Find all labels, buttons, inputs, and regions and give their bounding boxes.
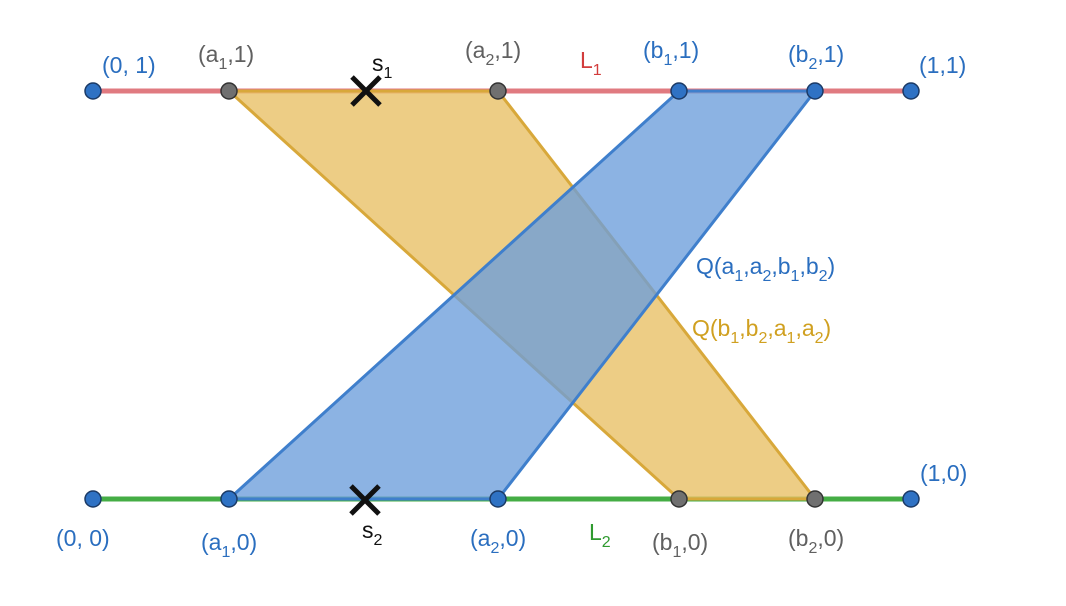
- point-a2-0: [489, 490, 507, 508]
- label-line-l2: L2: [589, 519, 611, 551]
- label-point-a2-1: (a2,1): [465, 37, 521, 69]
- point-b2-0: [806, 490, 824, 508]
- label-point-a2-0: (a2,0): [470, 525, 526, 557]
- label-marker-s2: s2: [362, 517, 383, 549]
- point-b2-1: [806, 82, 824, 100]
- label-region-q-b1-b2-a1-a2: Q(b1,b2,a1,a2): [692, 315, 831, 347]
- point-b1-0: [670, 490, 688, 508]
- point-1-1: [902, 82, 920, 100]
- label-point-a1-1: (a1,1): [198, 41, 254, 73]
- label-point-b2-0: (b2,0): [788, 525, 844, 557]
- label-point-b1-1: (b1,1): [643, 37, 699, 69]
- label-point-b2-1: (b2,1): [788, 41, 844, 73]
- label-region-q-a1-a2-b1-b2: Q(a1,a2,b1,b2): [696, 253, 835, 285]
- label-point-a1-0: (a1,0): [201, 529, 257, 561]
- label-marker-s1: s1: [372, 50, 393, 82]
- point-1-0: [902, 490, 920, 508]
- cross-marker-s2: [349, 484, 381, 516]
- label-point-b1-0: (b1,0): [652, 529, 708, 561]
- region-q-a1-a2-b1-b2: [229, 91, 815, 499]
- label-point-0-1: (0, 1): [102, 52, 156, 78]
- point-a2-1: [489, 82, 507, 100]
- point-a1-0: [220, 490, 238, 508]
- point-0-1: [84, 82, 102, 100]
- cross-marker-s1: [350, 75, 382, 107]
- point-a1-1: [220, 82, 238, 100]
- label-line-l1: L1: [580, 47, 602, 79]
- point-0-0: [84, 490, 102, 508]
- label-point-1-1: (1,1): [919, 52, 966, 78]
- label-point-1-0: (1,0): [920, 460, 967, 486]
- point-b1-1: [670, 82, 688, 100]
- label-point-0-0: (0, 0): [56, 525, 110, 551]
